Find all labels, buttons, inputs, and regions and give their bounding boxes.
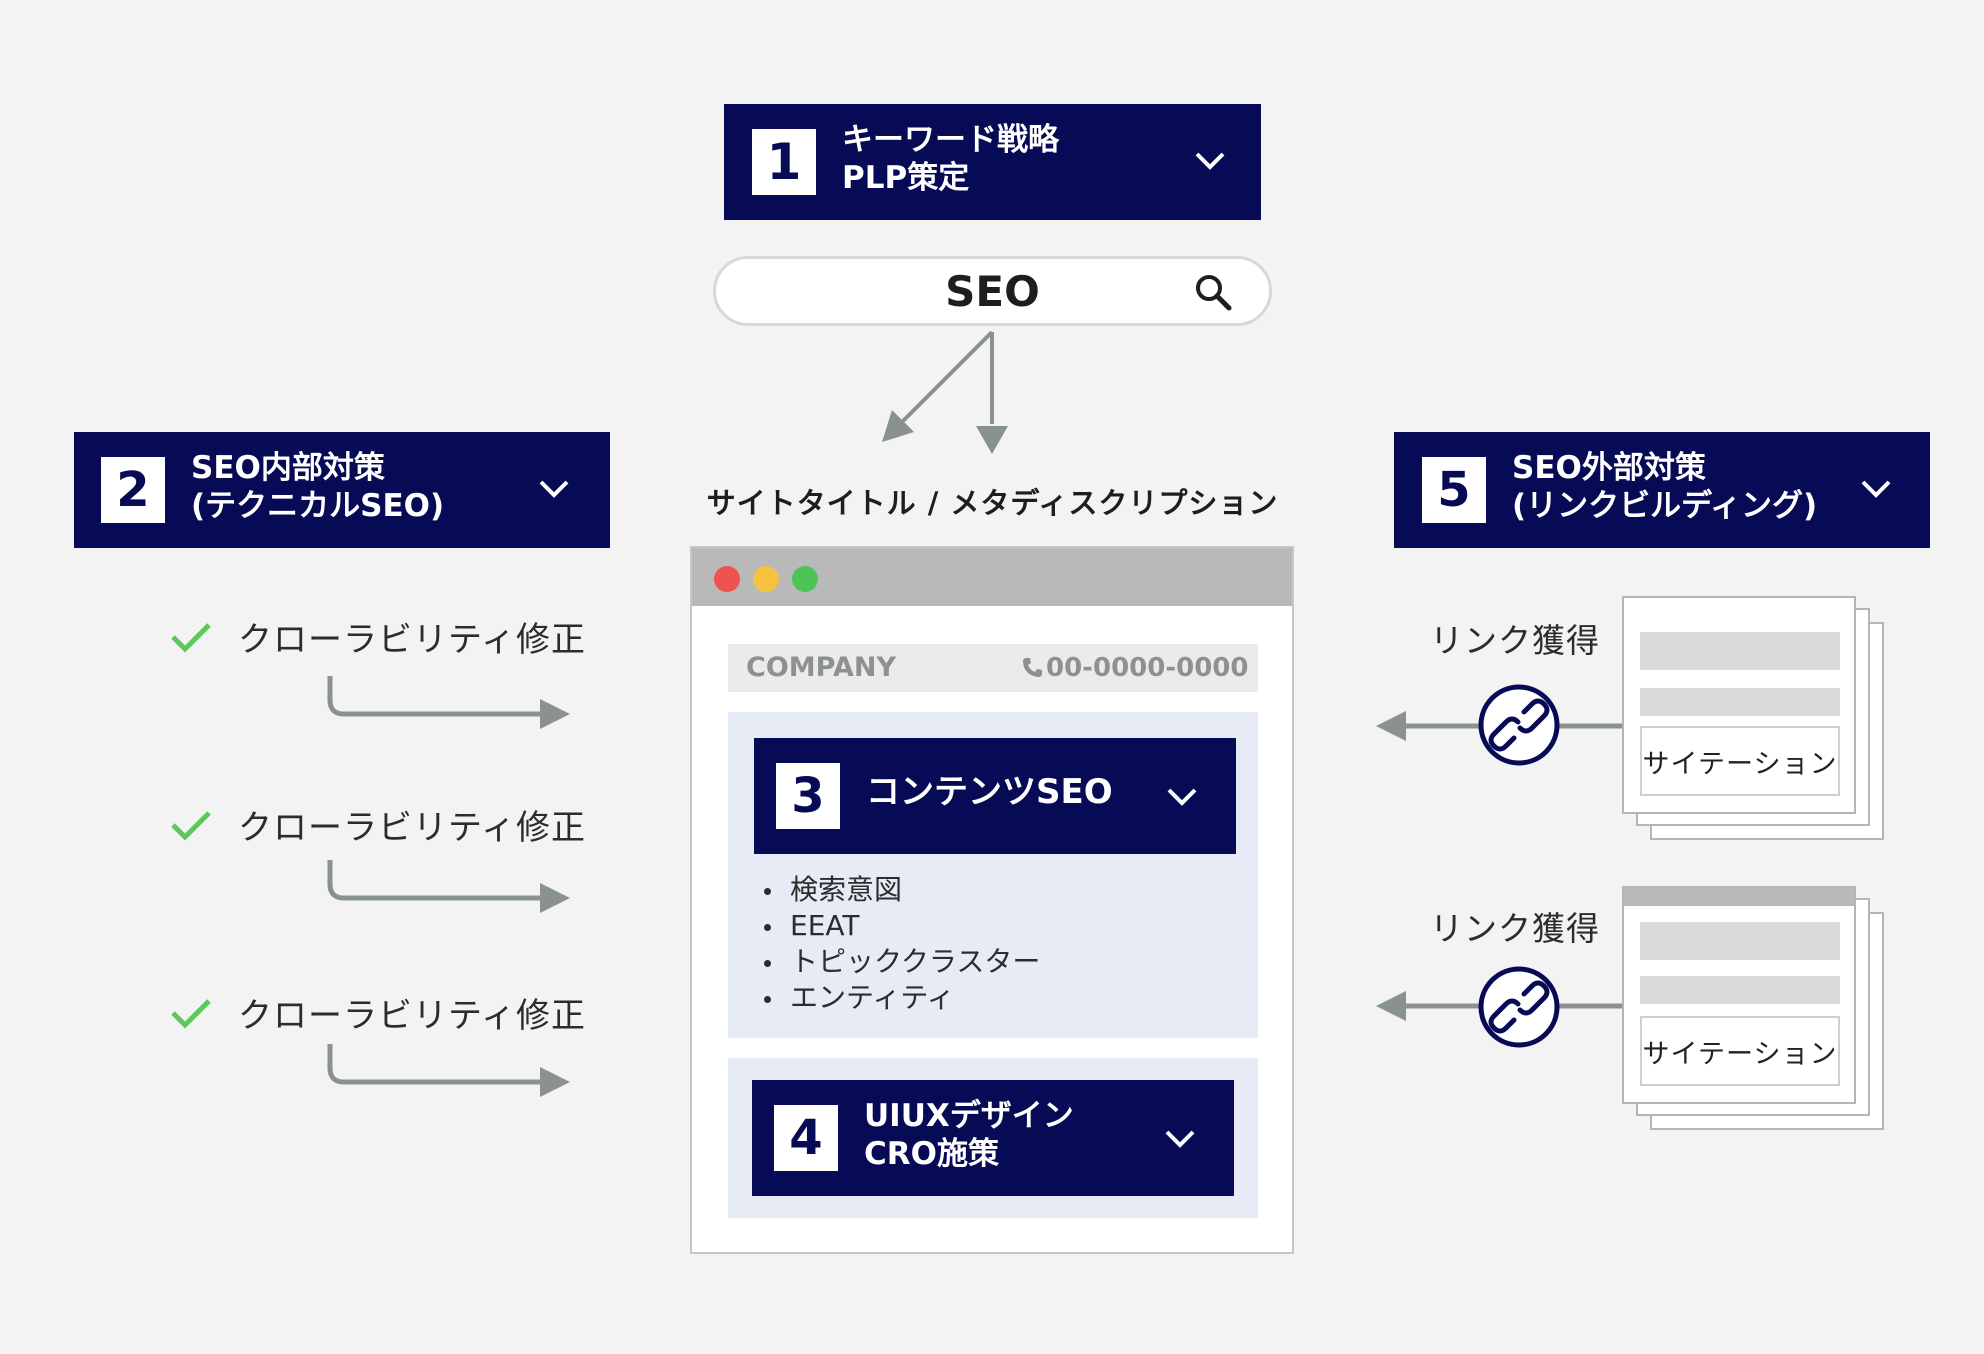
chevron-down-icon[interactable] (1160, 1126, 1200, 1152)
site-header: COMPANY 00-0000-0000 (728, 644, 1258, 692)
phone-number: 00-0000-0000 (1046, 653, 1249, 683)
browser-window: COMPANY 00-0000-0000 3 コンテンツSEO 検索意図 EEA… (690, 546, 1294, 1254)
step4-number: 4 (774, 1105, 838, 1171)
minimize-dot-icon[interactable] (753, 566, 779, 592)
step5-number: 5 (1422, 457, 1486, 523)
internal-item-2: クローラビリティ修正 (168, 800, 586, 849)
internal-item-label: クローラビリティ修正 (238, 620, 586, 660)
phone-icon (1023, 658, 1042, 677)
arrow-right-icon (327, 676, 570, 729)
search-query: SEO (945, 267, 1040, 316)
link-acquisition-label: リンク獲得 (1430, 909, 1600, 948)
content-bullets: 検索意図 EEAT トピッククラスター エンティティ (762, 872, 1040, 1016)
check-icon (171, 622, 211, 653)
chevron-down-icon[interactable] (1190, 148, 1230, 174)
step2-box[interactable]: 2 SEO内部対策 (テクニカルSEO) (74, 432, 610, 548)
step2-number: 2 (101, 457, 165, 523)
step1-number: 1 (752, 129, 816, 195)
close-dot-icon[interactable] (714, 566, 740, 592)
search-icon[interactable] (1194, 273, 1234, 313)
meta-caption: サイトタイトル / メタディスクリプション (706, 486, 1279, 520)
step2-title: SEO内部対策 (テクニカルSEO) (191, 450, 445, 524)
step5-box[interactable]: 5 SEO外部対策 (リンクビルディング) (1394, 432, 1930, 548)
browser-titlebar (692, 548, 1292, 606)
link-chain-icon (1478, 966, 1560, 1048)
list-item: エンティティ (762, 980, 1040, 1016)
search-to-site-arrows (882, 330, 1008, 454)
doc-placeholder-bar (1640, 688, 1840, 716)
chevron-down-icon[interactable] (1856, 476, 1896, 502)
doc-header-bar (1624, 888, 1854, 906)
step3-box[interactable]: 3 コンテンツSEO (754, 738, 1236, 854)
maximize-dot-icon[interactable] (792, 566, 818, 592)
citation-box: サイテーション (1640, 726, 1840, 796)
internal-item-label: クローラビリティ修正 (238, 996, 586, 1036)
company-logo-text: COMPANY (746, 652, 896, 683)
step3-number: 3 (776, 763, 840, 829)
design-section: 4 UIUXデザイン CRO施策 (728, 1058, 1258, 1218)
list-item: 検索意図 (762, 872, 1040, 908)
chevron-down-icon[interactable] (1162, 784, 1202, 810)
arrow-right-icon (327, 1044, 570, 1097)
step3-title: コンテンツSEO (866, 772, 1113, 812)
list-item: トピッククラスター (762, 944, 1040, 980)
content-section: 3 コンテンツSEO 検索意図 EEAT トピッククラスター エンティティ (728, 712, 1258, 1038)
chevron-down-icon[interactable] (534, 476, 574, 502)
doc-sheet-front: サイテーション (1622, 596, 1856, 814)
list-item: EEAT (762, 908, 1040, 944)
step4-box[interactable]: 4 UIUXデザイン CRO施策 (752, 1080, 1234, 1196)
doc-placeholder-bar (1640, 922, 1840, 960)
step1-title: キーワード戦略 PLP策定 (842, 122, 1059, 196)
link-acquisition-label: リンク獲得 (1430, 621, 1600, 660)
citation-box: サイテーション (1640, 1016, 1840, 1086)
internal-item-1: クローラビリティ修正 (168, 612, 586, 661)
step5-title: SEO外部対策 (リンクビルディング) (1512, 450, 1818, 524)
check-icon (171, 810, 211, 841)
internal-item-label: クローラビリティ修正 (238, 808, 586, 848)
link-chain-icon (1478, 684, 1560, 766)
step1-box[interactable]: 1 キーワード戦略 PLP策定 (724, 104, 1261, 220)
internal-item-3: クローラビリティ修正 (168, 988, 586, 1037)
doc-placeholder-bar (1640, 976, 1840, 1004)
arrow-right-icon (327, 860, 570, 913)
search-bar[interactable]: SEO (713, 256, 1272, 326)
doc-sheet-front: サイテーション (1622, 886, 1856, 1104)
step4-title: UIUXデザイン CRO施策 (864, 1098, 1074, 1172)
check-icon (171, 998, 211, 1029)
doc-placeholder-bar (1640, 632, 1840, 670)
